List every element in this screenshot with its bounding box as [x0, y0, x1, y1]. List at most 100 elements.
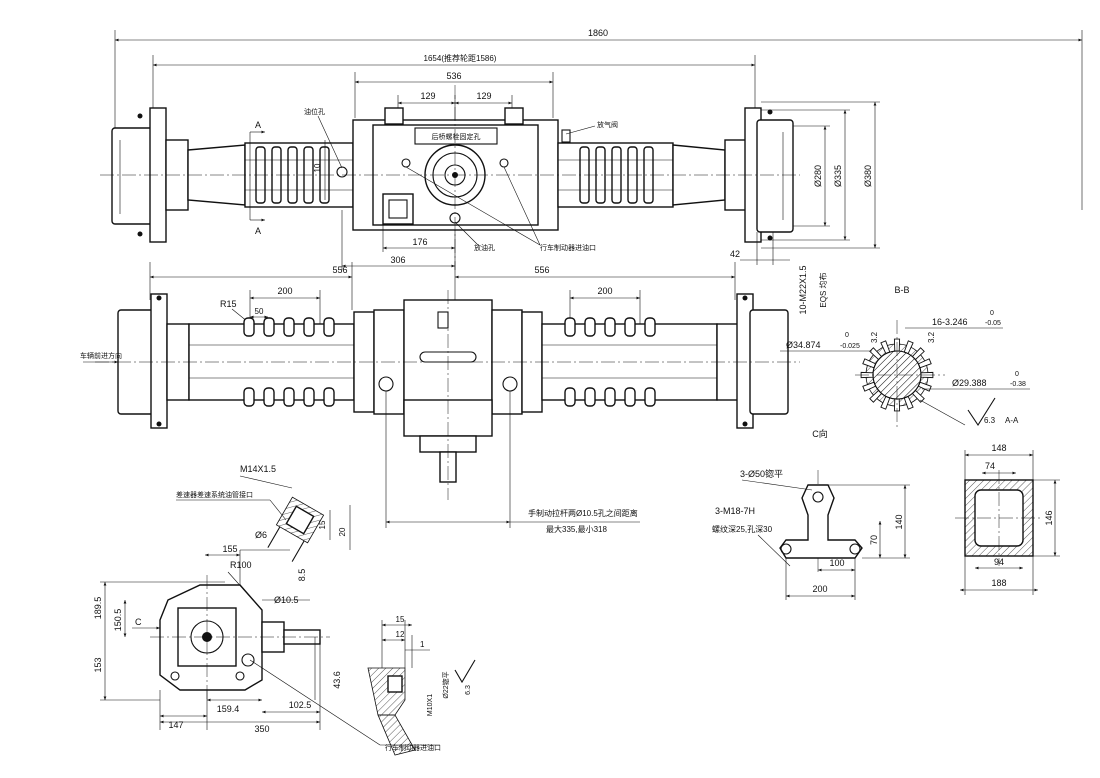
bb-29-tol-upper: 0 — [1015, 371, 1019, 378]
front-left-hub — [117, 293, 190, 429]
dim-74: 74 — [985, 461, 995, 471]
right-hub — [724, 107, 794, 243]
bb-29-tol-lower: -0.38 — [1010, 381, 1026, 388]
dim-148: 148 — [991, 443, 1006, 453]
center-housing: 后桥螺栓固定孔 — [352, 85, 559, 262]
right-axle-tube — [557, 129, 726, 208]
c-view-title: C向 — [812, 428, 828, 439]
dim-1860: 1860 — [588, 28, 608, 38]
bb-title: B-B — [894, 285, 909, 295]
dim-eqs: EQS 均布 — [818, 272, 828, 307]
dim-m10x1: M10X1 — [427, 694, 434, 716]
dim-153: 153 — [93, 657, 103, 672]
bb-rough: 6.3 — [984, 416, 996, 425]
dim-8-5: 8.5 — [297, 569, 307, 582]
bb-16-tol-upper: 0 — [990, 310, 994, 317]
front-center-housing — [353, 290, 543, 500]
section-a-top: A — [255, 120, 261, 130]
front-view: 556 556 200 200 R15 50 — [80, 262, 800, 534]
dim-94: 94 — [994, 557, 1004, 567]
dim-phi22: Ø22锪平 — [441, 671, 450, 698]
bb-16: 16-3.246 — [932, 317, 968, 327]
dim-176: 176 — [412, 237, 427, 247]
dim-42: 42 — [730, 249, 740, 259]
bb-ref: A-A — [1005, 416, 1019, 425]
dim-102-5: 102.5 — [289, 700, 312, 710]
bb-34-tol-lower: -0.025 — [840, 343, 860, 350]
dim-s15: 15 — [396, 615, 405, 624]
dim-r100: R100 — [230, 560, 252, 570]
c-140: 140 — [894, 514, 904, 529]
dim-s1: 1 — [420, 640, 425, 649]
dim-m14: M14X1.5 — [240, 464, 276, 474]
dim-556-left: 556 — [332, 265, 347, 275]
label-brake-port-top: 行车制动器进油口 — [540, 243, 596, 252]
front-right-ribs — [564, 317, 656, 407]
diff-port-detail: 差速器差速系统油管接口 M14X1.5 Ø6 15 20 — [176, 464, 351, 562]
front-left-ribs — [243, 317, 335, 407]
section-b-b: B-B 16-3.246 0 -0.05 Ø34.874 0 -0.025 Ø2… — [780, 285, 1030, 430]
front-dims: 556 556 200 200 R15 50 — [149, 262, 736, 330]
dim-150-5: 150.5 — [113, 609, 123, 632]
bb-34-tol-upper: 0 — [845, 332, 849, 339]
dim-rough-6-3: 6.3 — [465, 685, 472, 695]
dim-50: 50 — [255, 307, 264, 316]
view-c: C向 3-Ø50锪平 3-M18-7H 螺纹深25,孔深30 140 70 10… — [712, 428, 910, 600]
top-bottom-dims: 176 306 — [341, 210, 456, 270]
dim-146: 146 — [1044, 510, 1054, 525]
label-handbrake: 手制动拉杆两Ø10.5孔之间距离 — [528, 508, 638, 518]
label-oil-level: 油位孔 — [304, 107, 325, 116]
label-drain: 放油孔 — [474, 243, 495, 252]
dim-phi10-5: Ø10.5 — [274, 595, 299, 605]
front-right-hub — [716, 293, 789, 429]
bb-16-tol-lower: -0.05 — [985, 320, 1001, 327]
dim-s12: 12 — [396, 630, 405, 639]
dim-536: 536 — [446, 71, 461, 81]
dim-189-5: 189.5 — [93, 597, 103, 620]
dim-1654: 1654(推荐轮距1586) — [424, 53, 497, 63]
dim-phi335: Ø335 — [833, 165, 843, 187]
dim-phi6: Ø6 — [255, 530, 267, 540]
dim-r15: R15 — [220, 299, 237, 309]
bb-chamfer-a: 3.2 — [870, 331, 879, 343]
label-direction: 车辆前进方向 — [80, 351, 122, 360]
c-200: 200 — [812, 584, 827, 594]
dim-188: 188 — [991, 578, 1006, 588]
bb-chamfer-b: 3.2 — [927, 331, 936, 343]
dim-phi380: Ø380 — [863, 165, 873, 187]
bb-34: Ø34.874 — [786, 340, 821, 350]
dim-306: 306 — [390, 255, 405, 265]
bb-29: Ø29.388 — [952, 378, 987, 388]
top-diameter-dims: Ø280 Ø335 Ø380 42 10-M22X1.5 EQS 均布 — [730, 101, 880, 315]
dim-200-right: 200 — [597, 286, 612, 296]
top-view: 1860 1654(推荐轮距1586) 536 129 129 — [100, 28, 1083, 315]
dim-bolts: 10-M22X1.5 — [798, 265, 808, 314]
dim-10: 10 — [313, 163, 322, 172]
label-handbrake-range: 最大335,最小318 — [546, 524, 607, 534]
dim-20-port: 20 — [338, 527, 347, 536]
c-thread: 螺纹深25,孔深30 — [712, 524, 773, 534]
dim-147: 147 — [168, 720, 183, 730]
note-bolt-holes: 后桥螺栓固定孔 — [432, 132, 481, 141]
dim-43-6: 43.6 — [332, 671, 342, 689]
c-3m18: 3-M18-7H — [715, 506, 755, 516]
dim-200-left: 200 — [277, 286, 292, 296]
label-diff-port: 差速器差速系统油管接口 — [176, 490, 253, 499]
c-arrow-letter: C — [135, 617, 142, 627]
c-70: 70 — [869, 535, 879, 545]
c-100: 100 — [829, 558, 844, 568]
label-breather: 放气阀 — [597, 120, 618, 129]
dim-350: 350 — [254, 724, 269, 734]
section-a-bottom: A — [255, 226, 261, 236]
front-right-tube — [541, 317, 718, 407]
dim-phi280: Ø280 — [813, 165, 823, 187]
c-3phi50: 3-Ø50锪平 — [740, 468, 783, 479]
dim-159-4: 159.4 — [217, 704, 240, 714]
dim-129-right: 129 — [476, 91, 491, 101]
bleeder-detail: 15 12 1 Ø22锪平 M10X1 6.3 — [367, 615, 476, 756]
flange-view: 148 74 146 94 188 — [955, 443, 1060, 595]
dim-155: 155 — [222, 544, 237, 554]
dim-129-left: 129 — [420, 91, 435, 101]
dim-15-port: 15 — [318, 520, 327, 529]
